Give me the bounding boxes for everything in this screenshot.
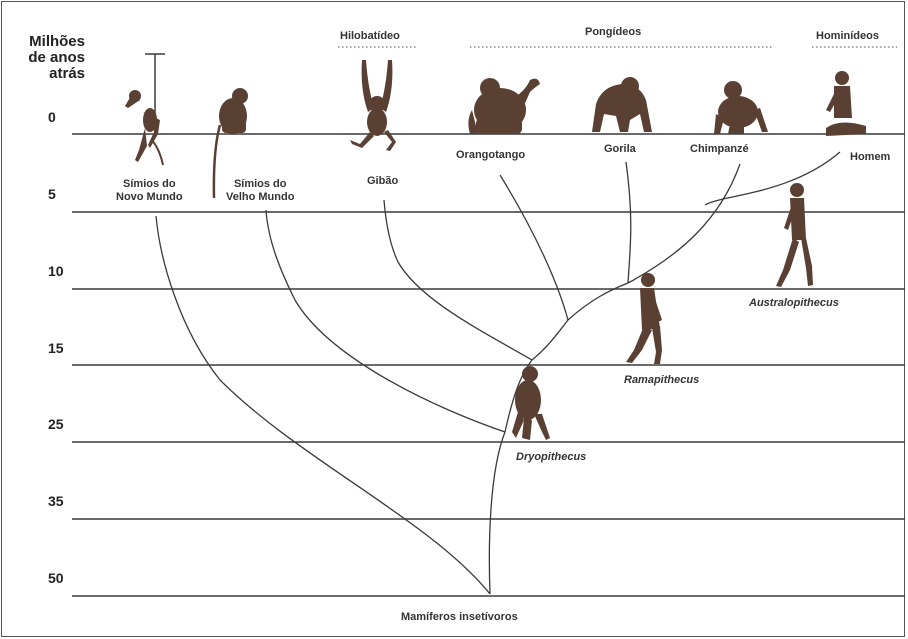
time-gridlines — [72, 134, 905, 596]
dryopithecus-icon — [512, 366, 550, 440]
branch-chimpanzee — [628, 164, 740, 283]
human-icon — [826, 71, 866, 136]
branch-orangutan — [500, 175, 568, 320]
branch-great-ape-stem — [532, 320, 568, 360]
branch-trunk — [489, 432, 505, 594]
old-world-monkey-icon — [214, 88, 248, 198]
ramapithecus-icon — [626, 273, 662, 364]
tree-branches — [156, 152, 840, 594]
branch-new-world — [156, 216, 490, 594]
australopithecus-icon — [776, 183, 813, 287]
orangutan-icon — [468, 78, 540, 134]
new-world-monkey-icon — [125, 54, 165, 165]
gorilla-icon — [592, 77, 652, 132]
branch-gorilla — [626, 162, 631, 283]
gibbon-icon — [350, 60, 396, 151]
branch-gibbon — [384, 200, 532, 360]
branch-old-world — [266, 210, 505, 432]
chimpanzee-icon — [714, 81, 768, 134]
